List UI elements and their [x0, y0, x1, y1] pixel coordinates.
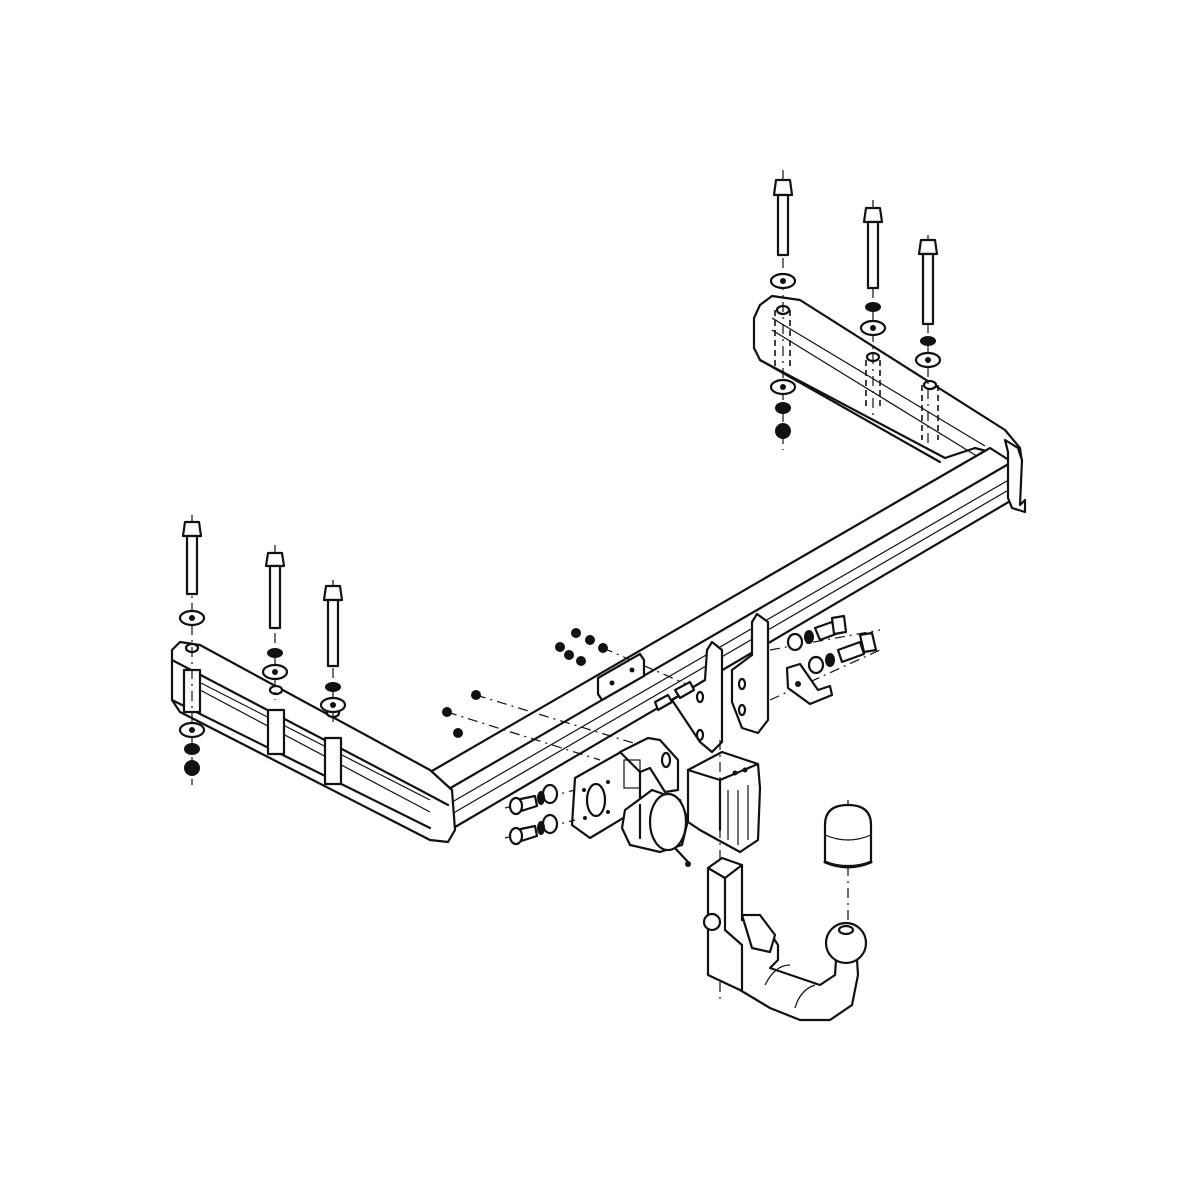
left-long-bolts: [178, 515, 347, 785]
electrical-socket: [620, 788, 691, 867]
socket-bracket: [618, 736, 680, 794]
bolt-icon: [859, 200, 887, 420]
detachable-ball-arm: [702, 740, 868, 1022]
support-brackets: [653, 612, 770, 754]
socket-bolts: [504, 783, 576, 846]
hitch-receiver: [686, 750, 762, 854]
right-mounting-bracket: [752, 294, 1024, 472]
bolt-icon: [769, 170, 797, 450]
angle-bracket-and-bolts: [769, 614, 881, 706]
bolt-icon: [178, 515, 206, 785]
bolt-icon: [914, 235, 942, 445]
bolt-icon: [319, 580, 347, 725]
center-nuts: [442, 628, 701, 761]
left-mounting-bracket: [170, 640, 457, 844]
right-long-bolts: [769, 170, 942, 450]
center-plate: [596, 652, 646, 702]
ball-cap: [823, 800, 873, 920]
bolt-icon: [261, 545, 289, 700]
